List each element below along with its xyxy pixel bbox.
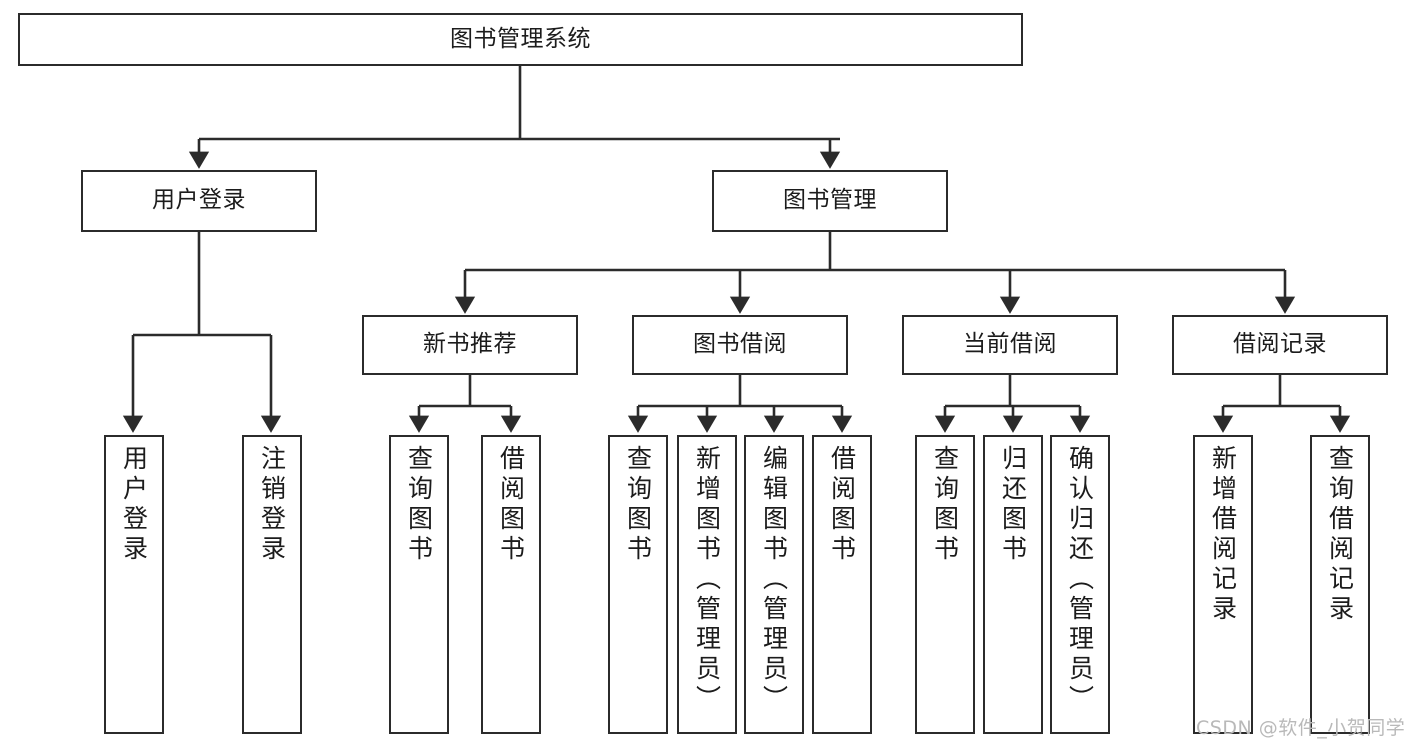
node-label: 用户登录 — [152, 187, 246, 214]
node-label: 当前借阅 — [963, 331, 1057, 358]
node-label: 图书管理系统 — [450, 25, 591, 52]
node-user-login[interactable]: 用户登录 — [81, 170, 317, 232]
leaf-add-borrow-record[interactable]: 新增借阅记录 — [1193, 435, 1253, 734]
node-label: 新增借阅记录 — [1208, 445, 1238, 625]
node-label: 新增图书（管理员） — [692, 445, 722, 715]
leaf-borrow-book[interactable]: 借阅图书 — [812, 435, 872, 734]
leaf-query-book-borrow[interactable]: 查询图书 — [608, 435, 668, 734]
node-label: 编辑图书（管理员） — [759, 445, 789, 715]
leaf-query-book-new[interactable]: 查询图书 — [389, 435, 449, 734]
node-label: 查询借阅记录 — [1325, 445, 1355, 625]
node-book-borrow[interactable]: 图书借阅 — [632, 315, 848, 375]
leaf-confirm-return-admin[interactable]: 确认归还（管理员） — [1050, 435, 1110, 734]
leaf-query-book-current[interactable]: 查询图书 — [915, 435, 975, 734]
leaf-user-login[interactable]: 用户登录 — [104, 435, 164, 734]
leaf-edit-book-admin[interactable]: 编辑图书（管理员） — [744, 435, 804, 734]
leaf-logout[interactable]: 注销登录 — [242, 435, 302, 734]
node-label: 图书借阅 — [693, 331, 787, 358]
node-label: 确认归还（管理员） — [1065, 445, 1095, 715]
node-label: 归还图书 — [998, 445, 1028, 565]
leaf-add-book-admin[interactable]: 新增图书（管理员） — [677, 435, 737, 734]
node-label: 借阅图书 — [827, 445, 857, 565]
node-borrow-record[interactable]: 借阅记录 — [1172, 315, 1388, 375]
node-label: 借阅图书 — [496, 445, 526, 565]
node-label: 借阅记录 — [1233, 331, 1327, 358]
node-root-system[interactable]: 图书管理系统 — [18, 13, 1023, 66]
csdn-watermark: CSDN @软件_小贺同学 — [1196, 717, 1405, 739]
node-book-management[interactable]: 图书管理 — [712, 170, 948, 232]
node-label: 图书管理 — [783, 187, 877, 214]
node-label: 查询图书 — [930, 445, 960, 565]
node-new-book-recommend[interactable]: 新书推荐 — [362, 315, 578, 375]
node-label: 注销登录 — [257, 445, 287, 565]
node-label: 用户登录 — [119, 445, 149, 565]
node-current-borrow[interactable]: 当前借阅 — [902, 315, 1118, 375]
node-label: 查询图书 — [623, 445, 653, 565]
leaf-borrow-book-new[interactable]: 借阅图书 — [481, 435, 541, 734]
leaf-query-borrow-record[interactable]: 查询借阅记录 — [1310, 435, 1370, 734]
node-label: 查询图书 — [404, 445, 434, 565]
node-label: 新书推荐 — [423, 331, 517, 358]
leaf-return-book[interactable]: 归还图书 — [983, 435, 1043, 734]
